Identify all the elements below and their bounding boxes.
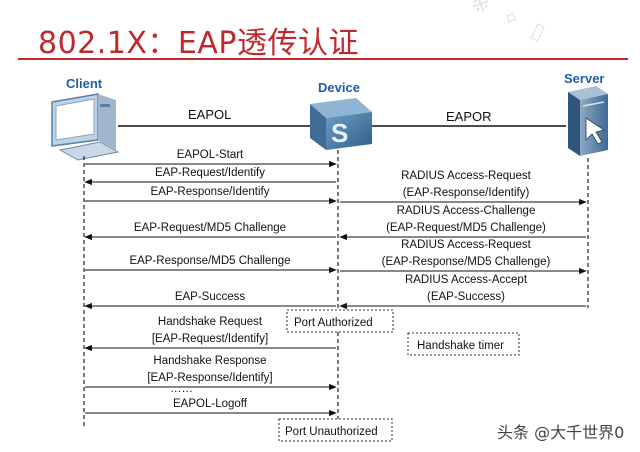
ellipsis-text: …… [170, 383, 193, 395]
device-server-messages: RADIUS Access-Request (EAP-Response/Ident… [339, 170, 587, 310]
port-unauthorized-box [278, 418, 393, 442]
port-authorized-box [286, 309, 394, 333]
watermark: 头条 @大千世界0 [489, 415, 625, 443]
client-device-message-label: [EAP-Request/Identify] [152, 333, 268, 345]
client-device-message-label: EAP-Response/Identify [151, 186, 270, 198]
server-icon [568, 86, 608, 156]
device-server-message-label: (EAP-Response/MD5 Challenge) [382, 256, 551, 268]
client-device-message-label: EAPOL-Start [177, 149, 244, 161]
client-device-message-label: EAP-Request/MD5 Challenge [134, 222, 286, 234]
actor-client-label: Client [66, 76, 103, 91]
eapol-link-label: EAPOL [188, 107, 231, 122]
svg-text:S: S [331, 118, 348, 148]
eapor-link-label: EAPOR [446, 109, 492, 124]
port-unauthorized-label: Port Unauthorized [285, 426, 378, 438]
actor-device-label: Device [318, 80, 360, 95]
client-device-messages: EAPOL-StartEAP-Request/IdentifyEAP-Respo… [84, 149, 337, 417]
client-device-message-label: EAP-Success [175, 291, 246, 303]
device-server-message-label: (EAP-Request/MD5 Challenge) [386, 222, 546, 234]
device-server-message-label: RADIUS Access-Request [401, 170, 532, 182]
client-device-message-label: Handshake Response [153, 355, 266, 367]
device-server-message-label: (EAP-Success) [427, 291, 505, 303]
client-device-message-label: [EAP-Response/Identify] [147, 372, 272, 384]
page-title: 802.1X：EAP透传认证 [38, 26, 360, 61]
switch-icon: S [310, 98, 372, 150]
handshake-timer-label: Handshake timer [417, 340, 504, 352]
device-server-message-label: (EAP-Response/Identify) [403, 187, 530, 199]
client-device-message-label: Handshake Request [158, 316, 263, 328]
device-server-message-label: RADIUS Access-Challenge [397, 205, 536, 217]
client-device-message-label: EAP-Request/Identify [155, 167, 265, 179]
computer-icon [51, 93, 120, 161]
actor-server-label: Server [564, 71, 605, 86]
device-server-message-label: RADIUS Access-Request [401, 239, 532, 251]
device-server-message-label: RADIUS Access-Accept [405, 274, 528, 286]
title-underline [18, 58, 628, 60]
watermark-text: 头条 @大千世界0 [497, 423, 625, 442]
client-device-message-label: EAP-Response/MD5 Challenge [129, 255, 290, 267]
client-device-message-label: EAPOL-Logoff [173, 398, 248, 410]
handshake-timer-box [407, 332, 520, 356]
port-authorized-label: Port Authorized [294, 317, 373, 329]
